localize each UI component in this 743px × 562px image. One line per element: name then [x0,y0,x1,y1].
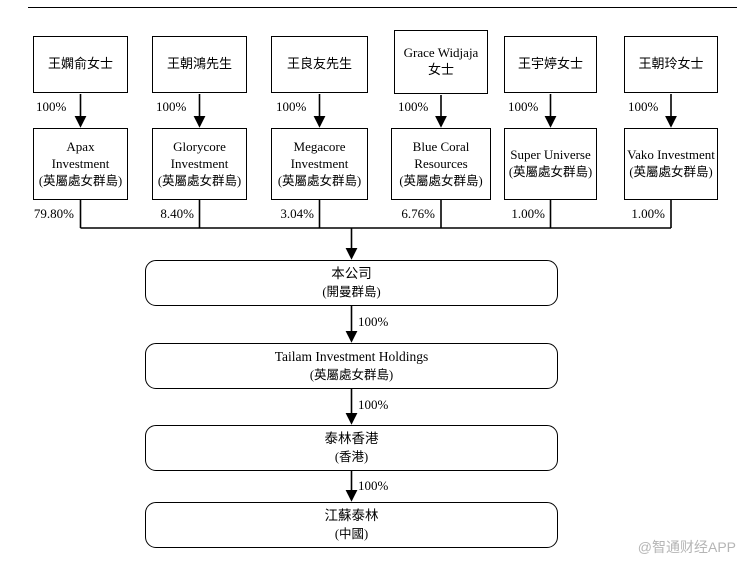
company-jurisdiction: (中國) [334,526,369,541]
company-box-tailam-hk: 泰林香港 (香港) [145,425,558,471]
owner-stake-label: 100% [508,99,539,114]
owner-box: Grace Widjaja 女士 [394,30,488,94]
owner-stake-label: 100% [628,99,659,114]
holdco-stake-label: 1.00% [631,206,665,221]
company-box-jiangsu-tailam: 江蘇泰林 (中國) [145,502,558,548]
owner-name: 王宇婷女士 [517,56,583,72]
company-name: 泰林香港 [324,430,379,446]
holdco-name: Megacore Investment [290,138,349,171]
owner-box: 王朝鴻先生 [152,36,247,93]
holdco-jurisdiction: (英屬處女群島) [157,173,242,188]
owner-stake-label: 100% [398,99,429,114]
owner-box: 王朝玲女士 [624,36,718,93]
top-divider-line [28,7,737,8]
chain-stake-label: 100% [358,397,389,412]
owner-box: 王宇婷女士 [504,36,597,93]
holdco-stake-label: 8.40% [160,206,194,221]
owner-name: 王朝鴻先生 [166,56,232,72]
holdco-box: Vako Investment (英屬處女群島) [624,128,718,200]
owner-box: 王良友先生 [271,36,368,93]
holdco-name: Blue Coral Resources [412,138,470,171]
company-name: Tailam Investment Holdings [274,348,429,364]
holdco-name: Glorycore Investment [170,138,229,171]
company-box-tailam-holdings: Tailam Investment Holdings (英屬處女群島) [145,343,558,389]
holdco-jurisdiction: (英屬處女群島) [629,165,713,180]
holdco-jurisdiction: (英屬處女群島) [277,173,362,188]
company-name: 本公司 [331,265,372,281]
company-jurisdiction: (香港) [334,449,369,464]
owner-stake-label: 100% [156,99,187,114]
company-jurisdiction: (英屬處女群島) [309,367,394,382]
holdco-box: Blue Coral Resources (英屬處女群島) [391,128,491,200]
holdco-jurisdiction: (英屬處女群島) [508,165,593,180]
chain-stake-label: 100% [358,314,389,329]
owner-name: 王朝玲女士 [638,56,704,72]
owner-box: 王嫻俞女士 [33,36,128,93]
company-name: 江蘇泰林 [324,507,379,523]
holdco-box: Super Universe (英屬處女群島) [504,128,597,200]
holdco-jurisdiction: (英屬處女群島) [399,173,483,188]
owner-stake-label: 100% [276,99,307,114]
holdco-jurisdiction: (英屬處女群島) [38,173,123,188]
holdco-stake-label: 6.76% [401,206,435,221]
holdco-name: Super Universe [510,147,591,163]
watermark: @智通财经APP [637,539,736,555]
holdco-name: Vako Investment [627,147,715,163]
holdco-box: Apax Investment (英屬處女群島) [33,128,128,200]
owner-name: Grace Widjaja 女士 [403,45,479,77]
holdco-stake-label: 79.80% [33,206,74,221]
company-jurisdiction: (開曼群島) [322,284,381,299]
company-box-listco: 本公司 (開曼群島) [145,260,558,306]
holdco-name: Apax Investment [51,138,110,171]
owner-name: 王良友先生 [286,56,352,72]
owner-stake-label: 100% [36,99,67,114]
holdco-stake-label: 3.04% [280,206,314,221]
owner-name: 王嫻俞女士 [47,56,113,72]
holdco-stake-label: 1.00% [511,206,545,221]
holdco-box: Glorycore Investment (英屬處女群島) [152,128,247,200]
holdco-box: Megacore Investment (英屬處女群島) [271,128,368,200]
chain-stake-label: 100% [358,478,389,493]
